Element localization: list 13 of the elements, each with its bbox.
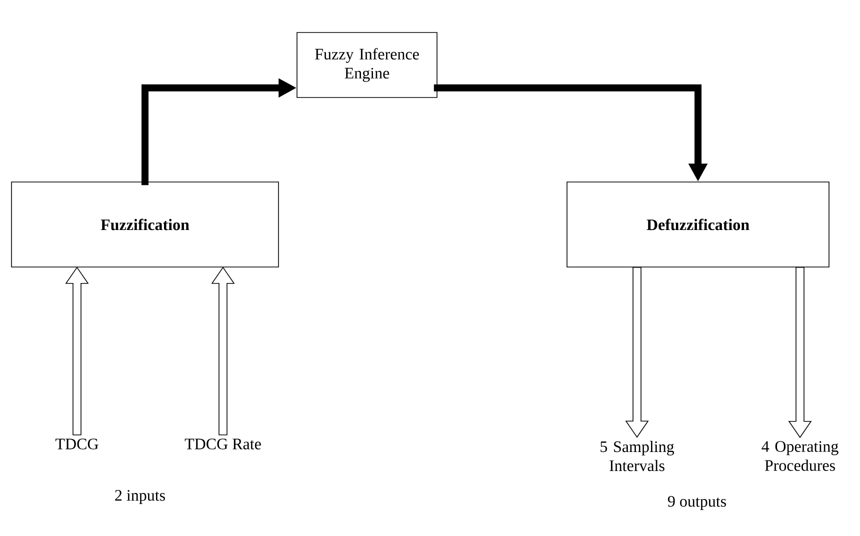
output-label: 4 Operating Procedures (762, 441, 838, 471)
hollow-arrow (211, 266, 235, 436)
output-label: 5 Sampling Intervals (600, 440, 674, 472)
count-label: 2 inputs (115, 490, 165, 504)
input-label: TDCG Rate (184, 438, 261, 450)
process-box: Fuzzification (11, 182, 279, 268)
process-box: Fuzzy Inference Engine (296, 32, 438, 98)
process-box: Defuzzification (566, 182, 830, 268)
input-label: TDCG (56, 438, 98, 450)
hollow-arrow (65, 266, 89, 436)
count-label: 9 outputs (668, 496, 726, 510)
hollow-arrow (788, 267, 812, 438)
hollow-arrow (625, 267, 649, 438)
